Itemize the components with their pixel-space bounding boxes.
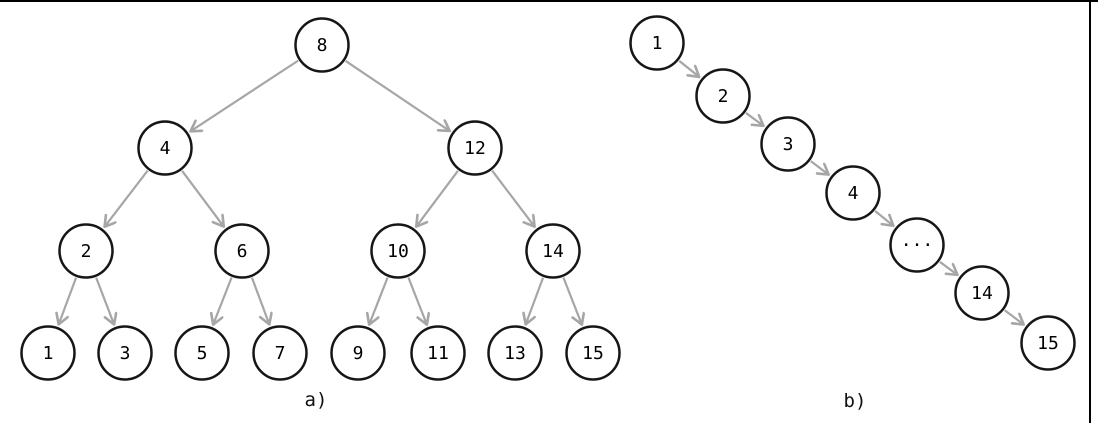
node-a-6: 6 — [214, 223, 270, 279]
node-a-11: 11 — [410, 325, 466, 381]
node-a-7: 7 — [252, 325, 308, 381]
node-a-13: 13 — [487, 325, 543, 381]
node-value: 7 — [275, 343, 286, 364]
node-circle — [294, 17, 350, 73]
right-rule — [1089, 0, 1091, 423]
figure-b-caption: b) — [843, 390, 867, 412]
node-value: 15 — [582, 343, 604, 364]
node-value: 5 — [197, 343, 208, 364]
node-circle — [447, 120, 503, 176]
node-circle — [889, 217, 945, 273]
node-circle — [525, 223, 581, 279]
edge-4-dots — [874, 210, 893, 226]
node-a-12: 12 — [447, 120, 503, 176]
node-b-14: 14 — [954, 265, 1010, 321]
node-a-1: 1 — [20, 325, 76, 381]
node-a-4: 4 — [137, 120, 193, 176]
node-value: 1 — [652, 33, 663, 54]
edge-8-12 — [345, 60, 450, 131]
edge-12-14 — [491, 170, 534, 227]
edge-14-15 — [562, 277, 581, 325]
node-circle — [410, 325, 466, 381]
edge-1-2 — [678, 59, 699, 77]
edge-dots-14 — [939, 261, 958, 275]
diagram-b: 1 2 3 4 ··· 14 15 — [629, 15, 1076, 371]
node-circle — [370, 223, 426, 279]
edge-6-7 — [250, 277, 269, 325]
edge-8-4 — [191, 59, 299, 132]
node-circle — [58, 223, 114, 279]
node-value: 14 — [542, 241, 564, 262]
node-value: 1 — [43, 343, 54, 364]
node-value: 13 — [504, 343, 526, 364]
node-a-3: 3 — [97, 325, 153, 381]
node-circle — [695, 68, 751, 124]
node-value: 14 — [971, 283, 993, 304]
node-circle — [954, 265, 1010, 321]
figure-a-caption: a) — [304, 389, 328, 411]
edge-3-4 — [810, 160, 829, 174]
node-a-5: 5 — [174, 325, 230, 381]
node-circle — [1020, 315, 1076, 371]
node-circle — [330, 325, 386, 381]
edge-2-1 — [59, 277, 78, 325]
edge-10-11 — [407, 277, 426, 325]
node-value: 2 — [718, 86, 729, 107]
node-a-14: 14 — [525, 223, 581, 279]
node-a-2: 2 — [58, 223, 114, 279]
node-value: ··· — [901, 235, 934, 256]
node-circle — [487, 325, 543, 381]
node-value: 6 — [237, 241, 248, 262]
node-a-10: 10 — [370, 223, 426, 279]
node-value: 3 — [783, 134, 794, 155]
edge-4-6 — [181, 170, 224, 227]
node-b-dots: ··· — [889, 217, 945, 273]
node-value: 2 — [81, 241, 92, 262]
edge-2-3 — [95, 277, 114, 325]
node-circle — [214, 223, 270, 279]
node-circle — [20, 325, 76, 381]
node-b-15: 15 — [1020, 315, 1076, 371]
node-circle — [252, 325, 308, 381]
node-circle — [97, 325, 153, 381]
edge-4-2 — [105, 169, 149, 227]
edge-6-5 — [213, 277, 233, 325]
edge-12-10 — [416, 170, 459, 227]
node-a-15: 15 — [565, 325, 621, 381]
node-value: 15 — [1037, 333, 1059, 354]
node-value: 9 — [353, 343, 364, 364]
node-value: 11 — [427, 343, 449, 364]
node-b-1: 1 — [629, 15, 685, 71]
edge-10-9 — [369, 277, 389, 325]
edge-2-3 — [745, 112, 764, 126]
node-b-2: 2 — [695, 68, 751, 124]
node-b-3: 3 — [760, 116, 816, 172]
node-a-9: 9 — [330, 325, 386, 381]
node-circle — [760, 116, 816, 172]
node-value: 4 — [848, 183, 859, 204]
node-circle — [174, 325, 230, 381]
edge-14-15 — [1004, 309, 1024, 324]
node-a-8: 8 — [294, 17, 350, 73]
node-value: 3 — [120, 343, 131, 364]
node-value: 8 — [317, 35, 328, 56]
node-value: 12 — [464, 138, 486, 159]
node-circle — [565, 325, 621, 381]
node-value: 10 — [387, 241, 409, 262]
node-circle — [137, 120, 193, 176]
edge-14-13 — [526, 277, 545, 325]
top-rule — [0, 0, 1098, 2]
node-value: 4 — [160, 138, 171, 159]
node-circle — [825, 165, 881, 221]
node-b-4: 4 — [825, 165, 881, 221]
node-circle — [629, 15, 685, 71]
